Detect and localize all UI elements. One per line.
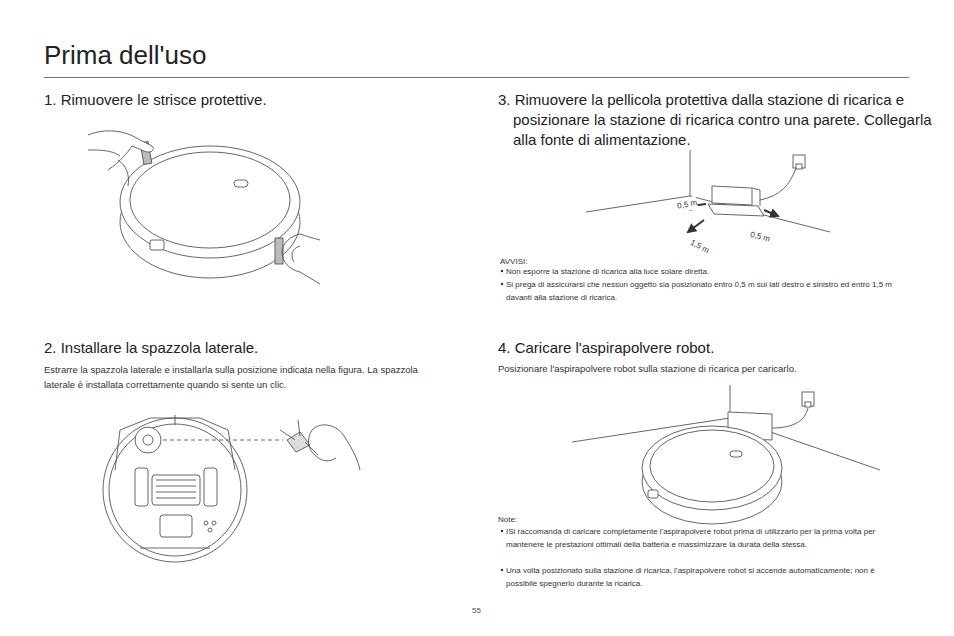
step-heading: 3. Rimuovere la pellicola protettiva dal… [498,90,933,150]
charging-station-placement [586,150,830,232]
distance-label: 0,5 m [676,196,698,213]
note-text: ISi raccomanda di caricare completamente… [506,525,906,551]
header-rule [44,77,909,78]
note-text: Non esporre la stazione di ricarica alla… [506,265,906,278]
robot-bottom-view [103,415,360,562]
body-text: Estrarre la spazzola laterale e installa… [44,362,424,392]
bullet-dots [501,270,503,571]
page-title: Prima dell'uso [44,40,206,71]
step-heading: 1. Rimuovere le strisce protettive. [44,90,479,110]
note-text: Una volta posizionato sulla stazione di … [506,564,906,590]
page-number: 55 [472,606,481,616]
note-text: Si prega di assicurarsi che nessun ogget… [506,278,906,304]
robot-charging [572,385,880,524]
distance-label: 0,5 m [749,228,772,245]
distance-label: 1,5 m [688,236,712,257]
body-text: Posizionare l'aspirapolvere robot sulla … [498,361,918,376]
step-heading: 4. Caricare l'aspirapolvere robot. [498,338,933,358]
step-heading: 2. Installare la spazzola laterale. [44,338,479,358]
robot-top-view [88,131,320,284]
note-text: Note: [498,513,698,526]
note-text: AVVISI: [500,255,700,268]
